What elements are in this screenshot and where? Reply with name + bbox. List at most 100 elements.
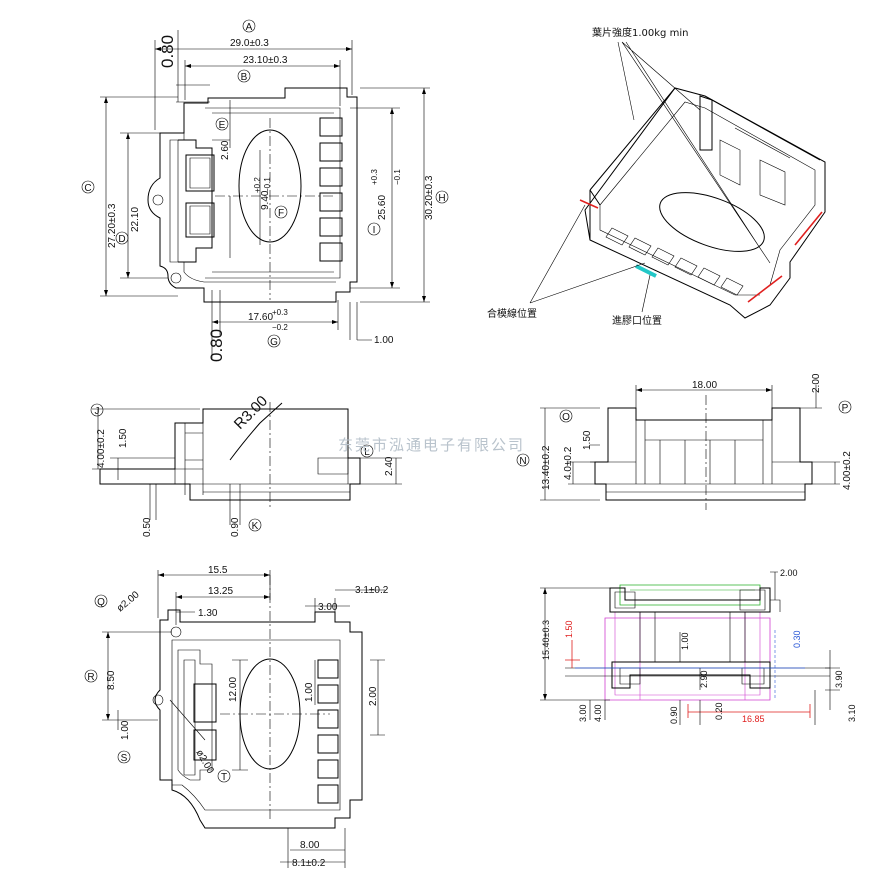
dim-side-top: 2.00 [780, 568, 798, 578]
label-S: S [117, 750, 131, 764]
dim-q-offset: 1.30 [198, 608, 218, 619]
dim-A: 29.0±0.3 [230, 38, 269, 49]
dim-side-b2: 4.00 [593, 704, 603, 722]
bottom-view-outline [154, 609, 363, 829]
dim-foot: 0.50 [142, 517, 153, 537]
front-view-left: R3.00 4.00±0.2 1.50 2.40 0.50 0.90 J K L [90, 393, 402, 537]
iso-oval [659, 192, 765, 252]
svg-text:J: J [95, 406, 100, 417]
dim-I-upper-tol: +0.3 [370, 169, 379, 185]
svg-text:F: F [278, 208, 284, 219]
front-right-outline [594, 407, 813, 501]
svg-text:B: B [241, 72, 248, 83]
dim-pin: 1.00 [374, 335, 394, 346]
dim-pitch: 2.00 [368, 686, 379, 706]
dim-gap-bottom: 0.80 [207, 329, 226, 362]
magenta-profile [604, 617, 771, 701]
svg-text:L: L [364, 447, 370, 458]
dim-H: 30.20±0.3 [424, 175, 435, 220]
dim-side-b1: 3.00 [578, 704, 588, 722]
dim-G-upper-tol: +0.3 [272, 308, 288, 317]
svg-text:P: P [842, 403, 849, 414]
dim-w2: 13.25 [208, 586, 233, 597]
label-O: O [559, 409, 573, 423]
isometric-view: 葉片強度1.00kg min 合模線位置 進膠口位置 [487, 26, 826, 327]
dim-O: 4.0±0.2 [563, 446, 574, 480]
dim-I-lower-tol: −0.1 [393, 169, 402, 185]
label-P: P [838, 400, 852, 414]
dim-side-d2: 2.90 [699, 670, 709, 688]
svg-text:I: I [373, 225, 376, 236]
top-view-outline [147, 87, 358, 303]
dim-side-b4: 0.20 [714, 702, 724, 720]
side-view: 2.00 15.40±0.3 1.50 1.00 0.30 2.90 3.90 … [540, 568, 857, 725]
dim-B: 23.10±0.3 [243, 55, 288, 66]
dim-side-right-h: 3.90 [834, 670, 844, 688]
dim-bottom-w2: 8.1±0.2 [292, 858, 326, 869]
label-C: C [81, 180, 95, 194]
dim-P: 4.00±0.2 [842, 451, 853, 490]
svg-text:Q: Q [97, 597, 105, 608]
dim-side-red-width: 16.85 [742, 714, 765, 724]
svg-text:D: D [118, 234, 125, 245]
svg-text:S: S [121, 753, 128, 764]
label-H: H [435, 190, 449, 204]
dim-N: 13.40±0.2 [541, 445, 552, 490]
svg-text:E: E [219, 120, 226, 131]
dim-notch-tol: 3.1±0.2 [355, 585, 389, 596]
dim-side-b3: 0.90 [669, 706, 679, 724]
svg-text:H: H [438, 193, 445, 204]
dim-C: 27.20±0.3 [107, 203, 118, 248]
dim-side-d1: 1.00 [680, 632, 690, 650]
svg-text:C: C [84, 183, 91, 194]
note-blade-strength: 葉片強度1.00kg min [592, 26, 688, 39]
dim-T: ø2.00 [193, 748, 216, 776]
dim-radius: R3.00 [231, 393, 271, 433]
dim-gap-top: 0.80 [158, 35, 177, 68]
dim-side-b5: 3.10 [847, 704, 857, 722]
label-L: L [360, 444, 374, 458]
dim-S: 1.00 [120, 720, 131, 740]
dim-notch-width: 3.00 [318, 602, 338, 613]
note-gate-position: 進膠口位置 [612, 314, 662, 327]
top-view-pins [319, 117, 343, 262]
bottom-view-pins [317, 659, 339, 804]
dim-K: 0.90 [230, 517, 241, 537]
label-G: G [267, 334, 281, 348]
window-upper [185, 154, 215, 192]
top-view: 29.0±0.3 23.10±0.3 27.20±0.3 22.10 2.60 … [81, 19, 449, 362]
dim-Q: ø2.00 [115, 589, 142, 614]
label-R: R [84, 669, 98, 683]
label-B: B [237, 69, 251, 83]
parting-line-mark-left [579, 199, 599, 209]
dim-side-blue: 0.30 [792, 630, 802, 648]
dim-pin-width: 1.00 [304, 682, 315, 702]
label-A: A [242, 19, 256, 33]
dim-step-right: 1.50 [582, 430, 593, 450]
dim-w1: 15.5 [208, 565, 228, 576]
dim-I: 25.60 [377, 195, 388, 220]
dim-F-lower-tol: −0.1 [263, 177, 272, 193]
svg-text:A: A [246, 22, 253, 33]
green-profile [619, 584, 761, 606]
window-lower [185, 202, 215, 238]
label-J: J [90, 403, 104, 417]
label-D: D [115, 231, 129, 245]
label-K: K [248, 518, 262, 532]
dim-D: 22.10 [130, 207, 141, 232]
iso-pins [605, 227, 744, 296]
label-T: T [217, 769, 231, 783]
svg-text:T: T [221, 772, 227, 783]
svg-text:N: N [519, 456, 526, 467]
pin-hole-Q [170, 626, 182, 638]
dim-width-18: 18.00 [692, 380, 717, 391]
dim-J: 4.00±0.2 [96, 429, 107, 468]
label-I: I [367, 222, 381, 236]
dim-F: 9.40 [260, 190, 271, 210]
svg-text:G: G [270, 337, 278, 348]
label-N: N [516, 453, 530, 467]
parting-line-mark-right [794, 211, 823, 246]
dim-L: 2.40 [384, 456, 395, 476]
top-view-oval [238, 129, 302, 243]
